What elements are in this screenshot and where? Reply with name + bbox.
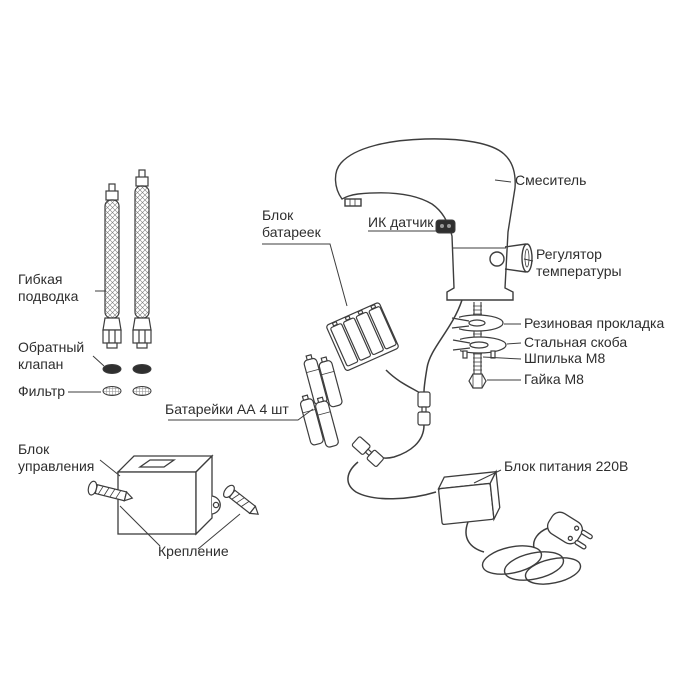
label-temp-regulator: Регулятор температуры [536, 246, 622, 280]
label-control-unit-line2: управления [18, 458, 95, 474]
label-mounting: Крепление [158, 543, 229, 560]
label-mixer-line1: Смеситель [515, 172, 587, 188]
label-mixer: Смеситель [515, 172, 586, 189]
leader-battery-pack [262, 243, 348, 307]
battery-pack-drawing [326, 302, 399, 371]
label-control-unit-line1: Блок [18, 441, 50, 457]
label-battery-pack-line2: батареек [262, 224, 321, 240]
leader-control-unit [99, 459, 121, 477]
leader-lines [68, 179, 534, 550]
power-plug-drawing [546, 511, 593, 550]
leader-mounting-right [197, 513, 241, 550]
label-stud-m8-line1: Шпилька М8 [524, 350, 606, 366]
connector-pair-1-drawing [417, 391, 431, 426]
rubber-gasket-drawing [448, 314, 504, 332]
leader-temp-regulator [523, 258, 534, 262]
leader-check-valve [92, 355, 105, 367]
label-batteries: Батарейки АА 4 шт [165, 401, 289, 418]
faucet-drawing [334, 138, 533, 301]
leader-batteries [168, 408, 314, 421]
leader-stud-m8 [482, 356, 522, 360]
label-ir-sensor-line1: ИК датчик [368, 214, 434, 230]
label-steel-bracket: Стальная скоба [524, 334, 627, 351]
leader-steel-bracket [506, 342, 522, 345]
nut-m8-drawing [468, 373, 487, 389]
label-control-unit: Блок управления [18, 441, 94, 475]
leader-mixer [494, 179, 512, 183]
label-ir-sensor: ИК датчик [368, 214, 433, 231]
label-temp-regulator-line1: Регулятор [536, 246, 602, 262]
control-unit-drawing [116, 454, 221, 536]
label-rubber-gasket: Резиновая прокладка [524, 315, 664, 332]
label-filter-line1: Фильтр [18, 383, 66, 399]
leader-mounting-left [119, 505, 161, 547]
label-temp-regulator-line2: температуры [536, 263, 622, 279]
label-power-supply-line1: Блок питания 220В [504, 458, 629, 474]
label-power-supply: Блок питания 220В [504, 458, 628, 475]
power-supply-drawing [437, 469, 501, 526]
label-stud-m8: Шпилька М8 [524, 350, 605, 367]
steel-bracket-drawing [449, 336, 507, 359]
label-flexible-hose-line2: подводка [18, 288, 79, 304]
label-steel-bracket-line1: Стальная скоба [524, 334, 628, 350]
screw-right-drawing [223, 484, 259, 515]
label-nut-m8-line1: Гайка М8 [524, 371, 584, 387]
label-check-valve-line2: клапан [18, 356, 64, 372]
label-check-valve: Обратный клапан [18, 339, 84, 373]
label-filter: Фильтр [18, 383, 65, 400]
ir-sensor-drawing [435, 219, 456, 234]
power-cord-coil-drawing [481, 545, 582, 585]
label-batteries-line1: Батарейки АА 4 шт [165, 401, 289, 417]
flexible-hoses-drawing [102, 169, 152, 349]
label-battery-pack: Блок батареек [262, 207, 321, 241]
connector-pair-2-drawing [351, 436, 384, 467]
label-rubber-gasket-line1: Резиновая прокладка [524, 315, 665, 331]
label-battery-pack-line1: Блок [262, 207, 294, 223]
label-flexible-hose: Гибкая подводка [18, 271, 78, 305]
label-mounting-line1: Крепление [158, 543, 229, 559]
label-nut-m8: Гайка М8 [524, 371, 584, 388]
label-check-valve-line1: Обратный [18, 339, 85, 355]
filters-drawing [102, 386, 152, 396]
screw-left-drawing [87, 480, 134, 502]
aa-batteries-drawing [299, 354, 343, 448]
label-flexible-hose-line1: Гибкая [18, 271, 63, 287]
check-valves-drawing [102, 364, 152, 374]
leader-power-supply [473, 469, 502, 484]
